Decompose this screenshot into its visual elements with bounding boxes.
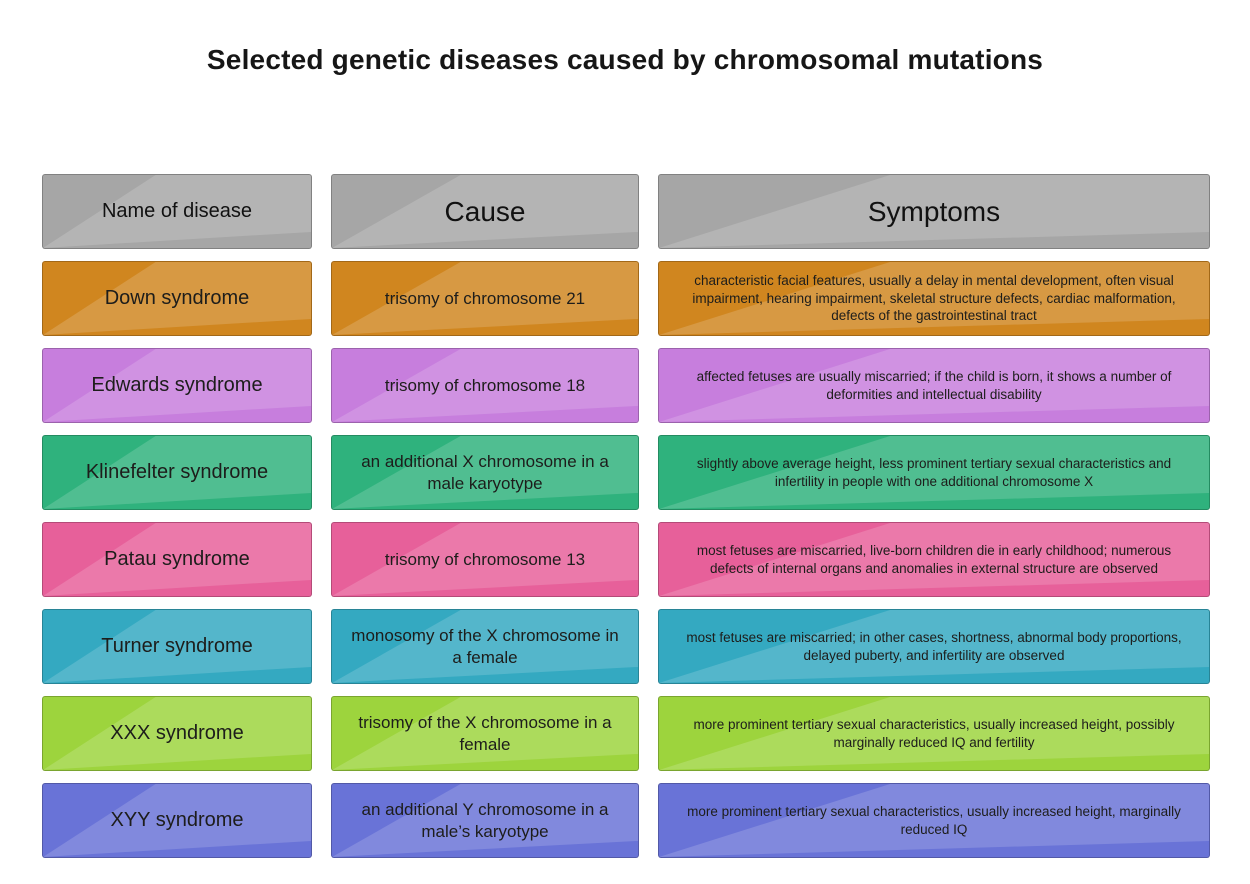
symptoms-text: more prominent tertiary sexual character… (693, 716, 1175, 750)
disease-name: Edwards syndrome (91, 374, 263, 396)
cause-text: monosomy of the X chromosome in a female (351, 626, 619, 667)
disease-name-cell: Klinefelter syndrome (42, 435, 312, 510)
cause-cell: trisomy of chromosome 21 (331, 261, 639, 336)
symptoms-text: slightly above average height, less prom… (696, 455, 1172, 489)
header-label: Name of disease (101, 200, 253, 222)
symptoms-cell: slightly above average height, less prom… (658, 435, 1210, 510)
header-cell-cause: Cause (331, 174, 639, 249)
header-cell-symptoms: Symptoms (658, 174, 1210, 249)
disease-name: XXX syndrome (110, 722, 244, 744)
cause-text: an additional X chromosome in a male kar… (361, 452, 609, 493)
cause-text: trisomy of the X chromosome in a female (358, 713, 612, 754)
disease-name: Turner syndrome (101, 635, 253, 657)
cause-cell: trisomy of chromosome 18 (331, 348, 639, 423)
header-cell-name-of-disease: Name of disease (42, 174, 312, 249)
disease-name-cell: Edwards syndrome (42, 348, 312, 423)
page-title: Selected genetic diseases caused by chro… (206, 44, 1044, 75)
cause-text: an additional Y chromosome in a male’s k… (361, 800, 609, 841)
disease-name: Down syndrome (104, 287, 250, 309)
disease-name: Patau syndrome (104, 548, 250, 570)
disease-name: XYY syndrome (110, 809, 244, 831)
header-label: Symptoms (867, 195, 1001, 227)
symptoms-text: characteristic facial features, usually … (692, 272, 1176, 324)
disease-name-cell: XYY syndrome (42, 783, 312, 858)
cause-cell: trisomy of the X chromosome in a female (331, 696, 639, 771)
symptoms-text: most fetuses are miscarried, live-born c… (696, 542, 1172, 576)
cause-cell: an additional Y chromosome in a male’s k… (331, 783, 639, 858)
cause-cell: an additional X chromosome in a male kar… (331, 435, 639, 510)
cause-cell: monosomy of the X chromosome in a female (331, 609, 639, 684)
infographic-page: Selected genetic diseases caused by chro… (0, 44, 1250, 884)
disease-name-cell: Patau syndrome (42, 522, 312, 597)
disease-name-cell: XXX syndrome (42, 696, 312, 771)
diseases-table: Name of disease Cause Symptoms Down synd… (42, 174, 1210, 858)
symptoms-cell: most fetuses are miscarried, live-born c… (658, 522, 1210, 597)
cause-text: trisomy of chromosome 18 (384, 375, 586, 395)
symptoms-cell: more prominent tertiary sexual character… (658, 696, 1210, 771)
symptoms-text: more prominent tertiary sexual character… (687, 803, 1181, 837)
disease-name-cell: Down syndrome (42, 261, 312, 336)
cause-text: trisomy of chromosome 21 (384, 288, 586, 308)
symptoms-text: most fetuses are miscarried; in other ca… (686, 629, 1182, 663)
disease-name-cell: Turner syndrome (42, 609, 312, 684)
symptoms-cell: affected fetuses are usually miscarried;… (658, 348, 1210, 423)
symptoms-cell: more prominent tertiary sexual character… (658, 783, 1210, 858)
cause-text: trisomy of chromosome 13 (384, 549, 586, 569)
cause-cell: trisomy of chromosome 13 (331, 522, 639, 597)
disease-name: Klinefelter syndrome (85, 461, 269, 483)
symptoms-cell: most fetuses are miscarried; in other ca… (658, 609, 1210, 684)
header-label: Cause (444, 195, 526, 227)
symptoms-cell: characteristic facial features, usually … (658, 261, 1210, 336)
symptoms-text: affected fetuses are usually miscarried;… (696, 368, 1172, 402)
